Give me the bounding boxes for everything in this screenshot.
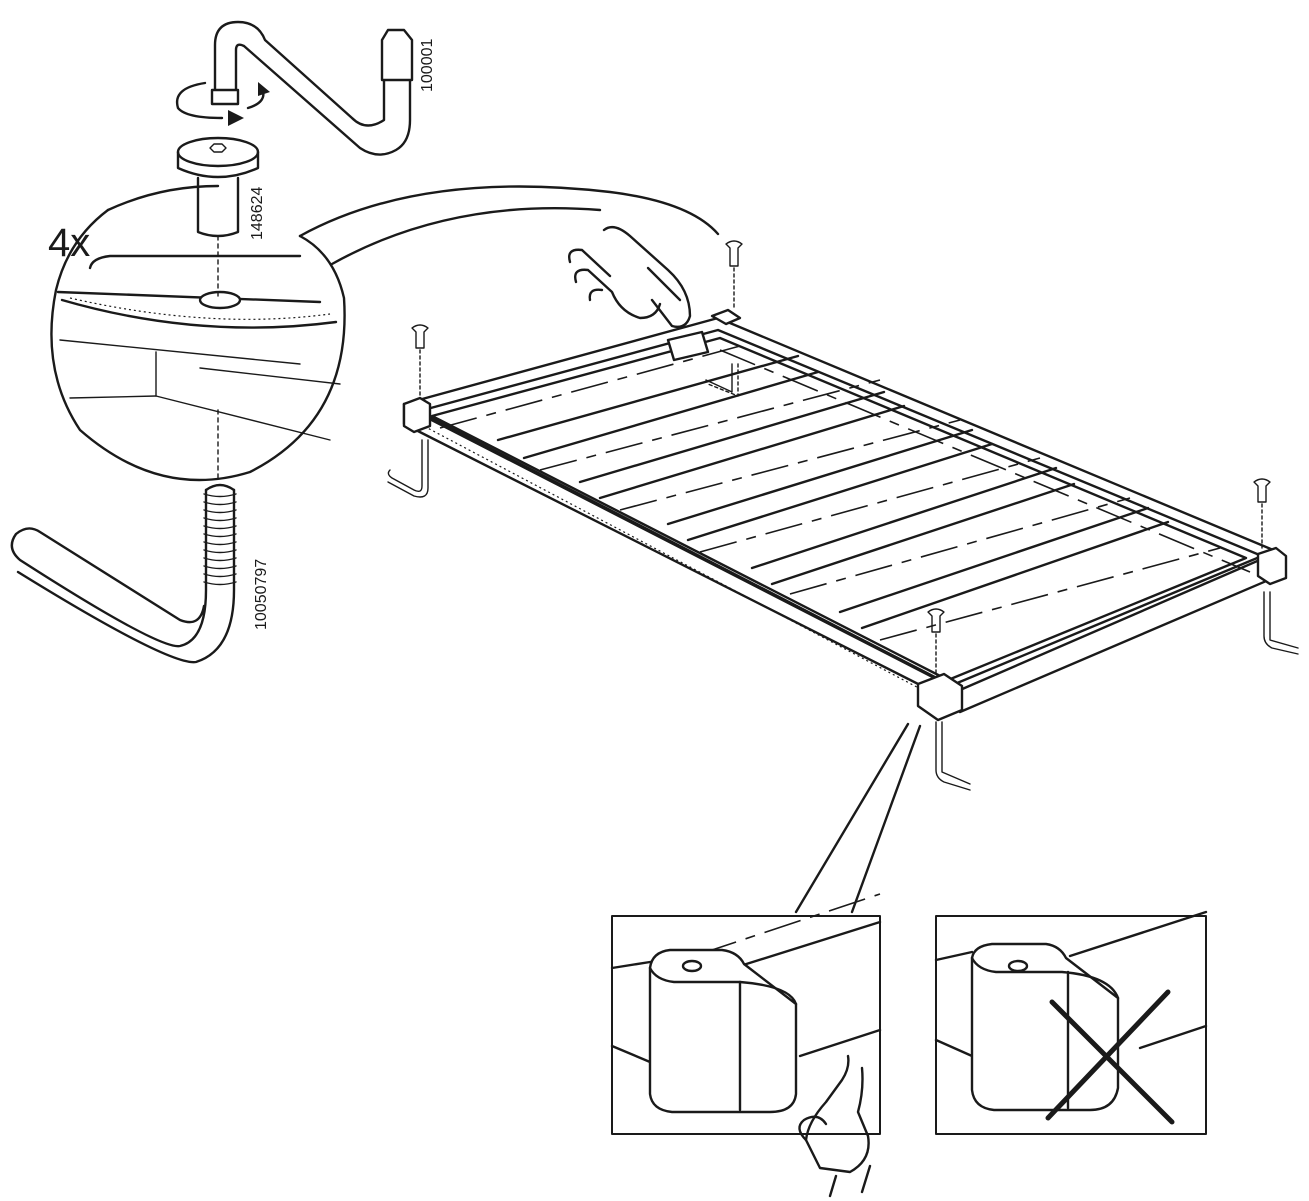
thread-ridge: [203, 565, 237, 570]
rotate-arrow-icon: [175, 81, 270, 126]
detail-leader: [794, 722, 922, 914]
thread-ridge: [203, 533, 237, 538]
part-number-threaded-pin: 10050797: [253, 559, 270, 630]
part-number-allen-key: 100001: [419, 39, 436, 92]
corner-bolts: [411, 240, 1271, 675]
thread-ridge: [203, 549, 237, 554]
part-number-bolt: 148624: [249, 187, 266, 240]
detail-correct: [610, 893, 882, 1198]
corner-pins: [387, 363, 1299, 791]
thread-ridge: [203, 493, 237, 498]
detail-magnifier: [50, 184, 720, 482]
allen-key-100001: [210, 20, 414, 156]
thread-ridge: [203, 581, 237, 586]
pin-threads: [203, 493, 237, 586]
threaded-pin-10050797: [10, 483, 236, 664]
thread-ridge: [203, 509, 237, 514]
thread-ridge: [203, 541, 237, 546]
thread-ridge: [203, 517, 237, 522]
thread-ridge: [203, 557, 237, 562]
detail-wrong: [934, 910, 1208, 1135]
bed-frame: [402, 308, 1288, 722]
cross-out-icon: [1045, 989, 1175, 1125]
thread-ridge: [203, 501, 237, 506]
quantity-label: 4x: [48, 221, 90, 265]
thread-ridge: [203, 573, 237, 578]
thread-ridge: [203, 525, 237, 530]
pointing-hand-icon: [568, 225, 692, 329]
